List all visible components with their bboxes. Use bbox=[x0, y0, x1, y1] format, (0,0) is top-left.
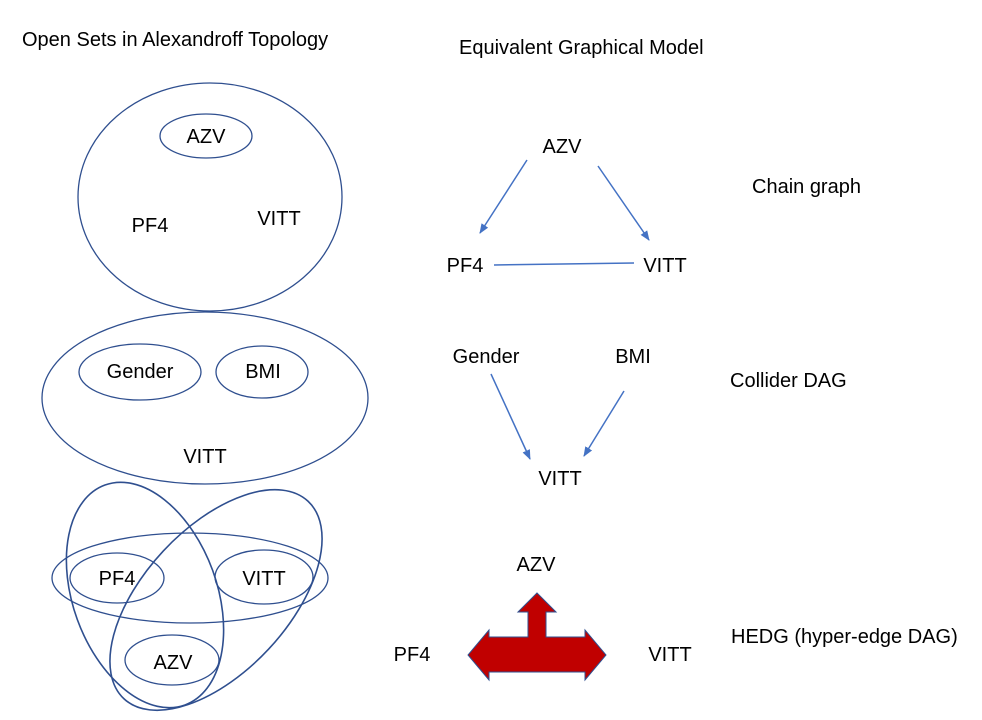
hedg-set-vitt-label: VITT bbox=[242, 568, 285, 590]
hyperedge-arrow-icon bbox=[467, 592, 607, 682]
collider-set-gender-label: Gender bbox=[107, 361, 174, 383]
hedg-graph: AZV PF4 VITT bbox=[394, 554, 692, 682]
chain-caption: Chain graph bbox=[752, 176, 861, 198]
left-heading: Open Sets in Alexandroff Topology bbox=[22, 29, 328, 51]
chain-set-vitt-label: VITT bbox=[257, 208, 300, 230]
hedg-right-tilted-set bbox=[109, 488, 323, 712]
chain-node-azv: AZV bbox=[543, 136, 583, 158]
chain-outer-set bbox=[77, 82, 343, 312]
collider-node-gender: Gender bbox=[453, 346, 520, 368]
chain-edge-azv-vitt bbox=[597, 165, 650, 241]
chain-set-azv-label: AZV bbox=[187, 126, 227, 148]
collider-gender-set bbox=[78, 343, 202, 401]
hedg-set-pf4-label: PF4 bbox=[99, 568, 136, 590]
chain-edge-pf4-vitt bbox=[493, 262, 635, 266]
chain-node-vitt: VITT bbox=[643, 255, 686, 277]
hedg-set-azv-label: AZV bbox=[154, 652, 194, 674]
hedg-open-sets: PF4 VITT AZV bbox=[51, 481, 329, 712]
chain-azv-set bbox=[159, 113, 253, 159]
hedg-node-azv: AZV bbox=[517, 554, 557, 576]
hedg-node-vitt: VITT bbox=[648, 644, 691, 666]
collider-set-bmi-label: BMI bbox=[245, 361, 281, 383]
hedg-azv-set bbox=[124, 634, 220, 686]
right-heading: Equivalent Graphical Model bbox=[459, 37, 704, 59]
hedg-pf4-set bbox=[69, 552, 165, 604]
hedg-vitt-set bbox=[214, 549, 314, 605]
chain-edge-azv-pf4 bbox=[479, 159, 528, 234]
collider-set-vitt-label: VITT bbox=[183, 446, 226, 468]
collider-caption: Collider DAG bbox=[730, 370, 847, 392]
chain-graph: AZV PF4 VITT bbox=[447, 136, 687, 277]
chain-node-pf4: PF4 bbox=[447, 255, 484, 277]
hedg-node-pf4: PF4 bbox=[394, 644, 431, 666]
hedg-caption: HEDG (hyper-edge DAG) bbox=[731, 626, 958, 648]
collider-node-bmi: BMI bbox=[615, 346, 651, 368]
hedg-horizontal-set bbox=[51, 532, 329, 624]
collider-graph: Gender BMI VITT bbox=[453, 346, 651, 490]
collider-edge-gender-vitt bbox=[490, 373, 531, 460]
chain-set-pf4-label: PF4 bbox=[132, 215, 169, 237]
collider-bmi-set bbox=[215, 345, 309, 399]
collider-edge-bmi-vitt bbox=[583, 390, 625, 457]
collider-outer-set bbox=[41, 311, 369, 485]
collider-open-sets: Gender BMI VITT bbox=[41, 311, 369, 485]
collider-node-vitt: VITT bbox=[538, 468, 581, 490]
chain-open-sets: AZV PF4 VITT bbox=[77, 82, 343, 312]
